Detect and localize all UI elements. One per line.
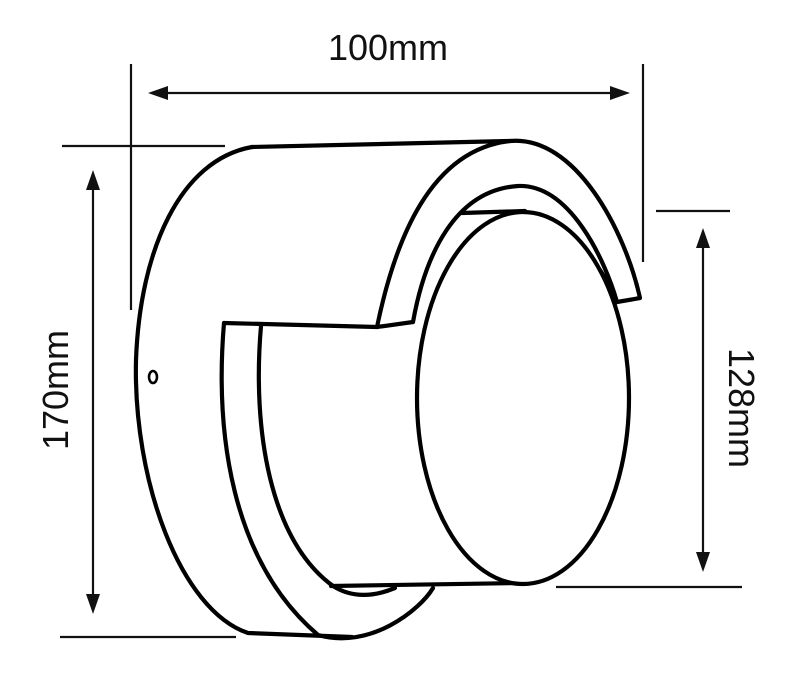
arrow-up-icon [86, 170, 100, 190]
arrow-left-icon [148, 86, 168, 100]
height-dimension: 170mm [35, 144, 236, 639]
arrow-down-icon [696, 552, 710, 572]
height-label: 170mm [35, 330, 76, 450]
lamp-body [133, 138, 643, 641]
arrow-right-icon [610, 86, 630, 100]
lens-height-label: 128mm [721, 348, 762, 468]
screw-hole-icon [147, 369, 159, 385]
front-ring-inner [256, 323, 398, 597]
hood-lens-overlap [597, 267, 620, 305]
back-plate-top-edge [249, 138, 513, 150]
width-dimension: 100mm [129, 27, 645, 310]
body-shoulder [221, 319, 416, 330]
cylinder-bottom-line [328, 580, 523, 589]
lens-oval [414, 209, 632, 587]
back-plate-outline [133, 144, 355, 640]
hood-outer-arc [374, 138, 643, 330]
front-ring-outer [219, 320, 436, 641]
arrow-up-icon [696, 228, 710, 248]
hood-inner-arc [410, 183, 620, 325]
lens-height-dimension: 128mm [556, 209, 762, 589]
width-label: 100mm [328, 27, 448, 68]
arrow-down-icon [86, 594, 100, 614]
